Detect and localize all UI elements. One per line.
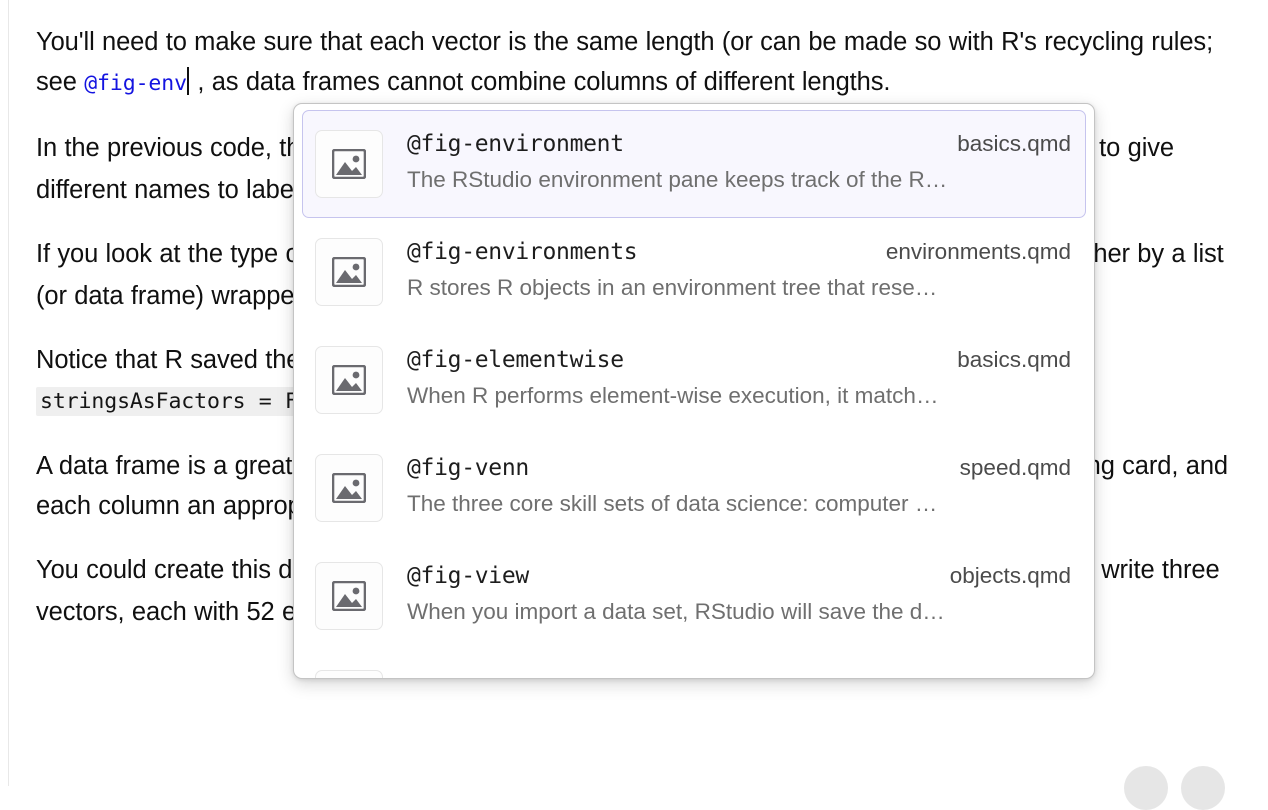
completion-item-description: The RStudio environment pane keeps track… <box>407 167 948 192</box>
completion-item-title: @fig-venn <box>407 455 529 481</box>
paragraph-p1: You'll need to make sure that each vecto… <box>36 22 1232 104</box>
image-placeholder-icon <box>315 238 383 306</box>
completion-item-description: When you import a data set, RStudio will… <box>407 599 945 624</box>
completion-item-filename: environments.qmd <box>885 239 1071 264</box>
completion-item-filename: basics.qmd <box>957 131 1071 156</box>
completion-item-filename: speed.qmd <box>959 455 1071 480</box>
completion-item-title: @fig-environments <box>407 239 638 265</box>
completion-item-filename: objects.qmd <box>949 563 1071 588</box>
paragraph-text: You'll need to make sure that each vecto… <box>36 28 1214 96</box>
completion-item-description: The three core skill sets of data scienc… <box>407 491 938 516</box>
image-placeholder-icon <box>315 454 383 522</box>
image-placeholder-icon <box>315 562 383 630</box>
completion-item-filename: basics.qmd <box>957 347 1071 372</box>
completion-item[interactable]: @fig-environments environments.qmd R store… <box>302 218 1086 326</box>
completion-item-title: @fig-elementwise <box>407 347 624 373</box>
completion-item-title: @fig-view <box>407 563 529 589</box>
image-placeholder-icon <box>315 130 383 198</box>
text-cursor <box>186 67 189 95</box>
completion-item-content <box>407 661 1071 678</box>
cross-reference-token[interactable]: @fig-env <box>84 71 187 96</box>
gutter-rule <box>8 0 9 786</box>
completion-item-content: @fig-environments environments.qmd R store… <box>407 229 1071 301</box>
image-placeholder-icon <box>315 670 383 678</box>
completion-item-header: @fig-venn speed.qmd <box>407 455 1071 481</box>
paragraph-text: , as data frames cannot combine columns … <box>189 68 891 96</box>
completion-item[interactable] <box>302 650 1086 678</box>
completion-item-title: @fig-environment <box>407 131 624 157</box>
floating-action-button-right[interactable] <box>1181 766 1225 810</box>
completion-item-header: @fig-elementwise basics.qmd <box>407 347 1071 373</box>
completion-item-description: R stores R objects in an environment tre… <box>407 275 938 300</box>
completion-item-header: @fig-environments environments.qmd <box>407 239 1071 265</box>
completion-item-header: @fig-view objects.qmd <box>407 563 1071 589</box>
image-placeholder-icon <box>315 346 383 414</box>
floating-action-button-left[interactable] <box>1124 766 1168 810</box>
completion-item-header: @fig-environment basics.qmd <box>407 131 1071 157</box>
completion-item-description: When R performs element-wise execution, … <box>407 383 939 408</box>
